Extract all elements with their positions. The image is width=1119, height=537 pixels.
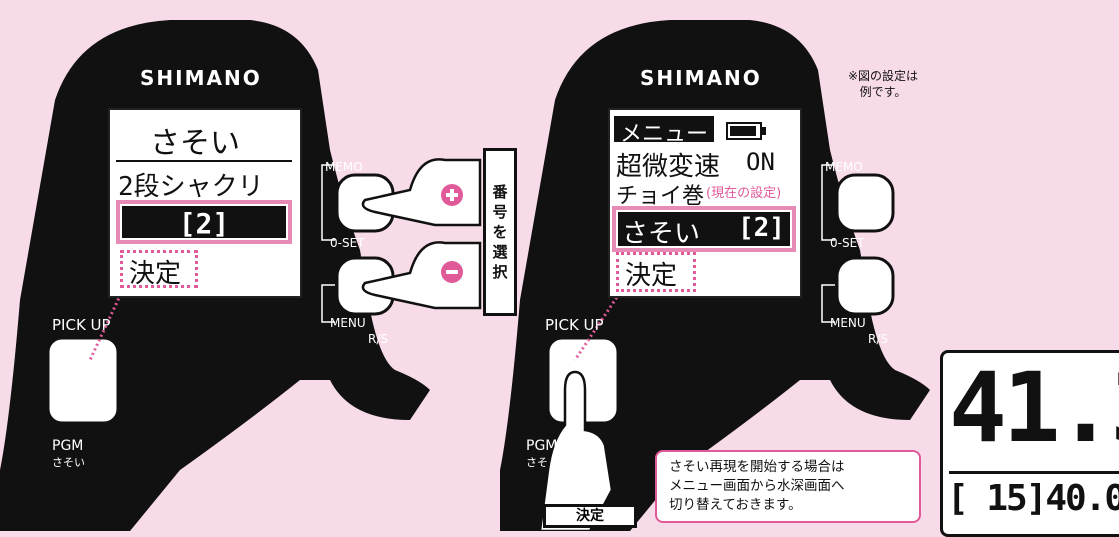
note-line2: 例です。 bbox=[859, 85, 907, 99]
callout-line1: さそい再現を開始する場合は bbox=[669, 459, 845, 475]
side-label-char: 選 bbox=[492, 243, 508, 261]
right-selected-highlight: さそい [2] bbox=[612, 206, 796, 252]
depth-sub-value: [ 15]40.0 bbox=[947, 478, 1119, 519]
right-brand-logo: SHIMANO bbox=[640, 66, 762, 90]
left-rs-label: R/S bbox=[368, 332, 388, 346]
side-label-char: 号 bbox=[492, 203, 508, 221]
side-label-char: 番 bbox=[492, 183, 508, 201]
menu-row2-label[interactable]: チョイ巻 bbox=[616, 184, 705, 209]
left-lcd-value: [2] bbox=[178, 207, 230, 240]
menu-title: メニュー bbox=[620, 122, 709, 147]
lcd-divider bbox=[116, 160, 292, 162]
right-oset-label: 0-SET bbox=[830, 236, 865, 250]
depth-divider bbox=[949, 471, 1119, 474]
right-selected-row[interactable]: さそい [2] bbox=[618, 212, 790, 249]
right-pickup-label: PICK UP bbox=[545, 316, 604, 334]
callout-line3: 切り替えておきます。 bbox=[669, 497, 802, 513]
menu-header: メニュー bbox=[614, 116, 714, 147]
left-brand-logo: SHIMANO bbox=[140, 66, 262, 90]
instruction-callout: さそい再現を開始する場合は メニュー画面から水深画面へ 切り替えておきます。 bbox=[655, 450, 921, 523]
left-pgm-label: PGM bbox=[52, 438, 84, 454]
callout-line2: メニュー画面から水深画面へ bbox=[669, 478, 845, 494]
current-setting-note: (現在の設定) bbox=[706, 186, 782, 201]
menu-row1-label[interactable]: 超微変速 bbox=[616, 152, 721, 182]
hand-top bbox=[361, 158, 482, 227]
right-menu-label: MENU bbox=[830, 316, 866, 330]
example-note: ※図の設定は 例です。 bbox=[848, 68, 918, 100]
left-lcd-screen: さそい 2段シャクリ [2] 決定 bbox=[108, 108, 302, 298]
depth-main-value: 41.3 bbox=[949, 352, 1119, 464]
right-lcd-confirm[interactable]: 決定 bbox=[625, 261, 678, 291]
right-memo-button bbox=[835, 173, 895, 233]
menu-row3-value: [2] bbox=[738, 213, 785, 243]
right-pgm-sub-label: さそ bbox=[526, 456, 548, 469]
right-menu-button bbox=[835, 256, 895, 316]
depth-display: 41.3 [ 15]40.0 bbox=[940, 350, 1119, 537]
menu-row1-value: ON bbox=[746, 148, 775, 176]
right-lcd-screen: メニュー 超微変速 ON チョイ巻 (現在の設定) さそい [2] 決定 bbox=[608, 108, 802, 298]
left-lcd-confirm[interactable]: 決定 bbox=[129, 259, 182, 289]
pointing-hand bbox=[538, 370, 614, 531]
menu-row3-label: さそい bbox=[622, 219, 701, 249]
left-value-box: [2] bbox=[122, 206, 286, 240]
note-line1: ※図の設定は bbox=[848, 69, 919, 83]
left-pickup-label: PICK UP bbox=[52, 316, 111, 334]
hand-bottom bbox=[361, 241, 482, 310]
battery-icon bbox=[726, 122, 766, 140]
right-memo-label: MEMO bbox=[825, 160, 863, 174]
left-selected-highlight: [2] bbox=[116, 200, 292, 244]
right-rs-label: R/S bbox=[868, 332, 888, 346]
left-pickup-button bbox=[46, 336, 120, 425]
left-lcd-title: さそい bbox=[150, 126, 240, 161]
left-lcd-line2: 2段シャクリ bbox=[118, 172, 264, 202]
left-confirm-highlight: 決定 bbox=[120, 250, 198, 289]
left-menu-label: MENU bbox=[330, 316, 366, 330]
right-confirm-highlight: 決定 bbox=[616, 252, 696, 292]
left-pgm-sub-label: さそい bbox=[52, 456, 85, 469]
left-memo-label: MEMO bbox=[325, 160, 363, 174]
side-label-char: を bbox=[492, 223, 508, 241]
side-label-char: 択 bbox=[492, 263, 508, 281]
left-oset-label: 0-SET bbox=[330, 236, 365, 250]
right-pgm-label: PGM bbox=[526, 438, 558, 454]
decide-label: 決定 bbox=[543, 504, 637, 528]
select-number-label: 番 号 を 選 択 bbox=[483, 148, 517, 316]
